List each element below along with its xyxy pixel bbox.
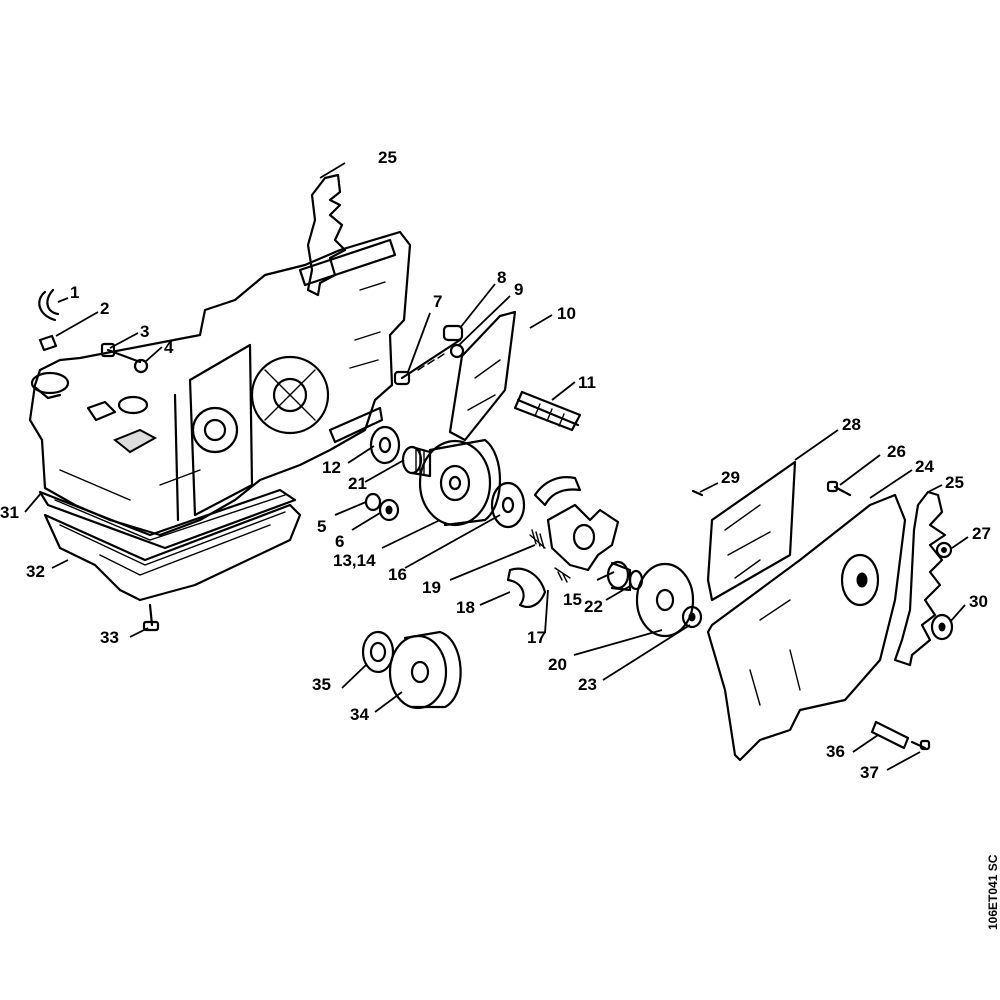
- clutch-drum-13-14: [418, 438, 502, 527]
- callout-37: 37: [860, 763, 879, 782]
- washer-12: [369, 425, 401, 465]
- callout-36: 36: [826, 742, 845, 761]
- clutch-shoe-upper: [533, 476, 582, 507]
- callout-33: 33: [100, 628, 119, 647]
- ring-35: [361, 630, 395, 674]
- guide-plate-10: [448, 310, 517, 442]
- callout-21: 21: [348, 474, 367, 493]
- callout-25-right: 25: [945, 473, 964, 492]
- callout-13-14: 13,14: [333, 551, 376, 570]
- bearing-15: [606, 560, 632, 592]
- callout-24: 24: [915, 457, 934, 476]
- callout-11: 11: [578, 373, 596, 392]
- crankcase-gasket: [38, 488, 297, 550]
- nut-9: [449, 343, 465, 359]
- callout-18: 18: [456, 598, 475, 617]
- callout-9: 9: [514, 280, 523, 299]
- callout-20: 20: [548, 655, 567, 674]
- plug-2: [38, 334, 58, 352]
- nut-23: [681, 605, 703, 629]
- nut-27: [935, 541, 953, 559]
- stud-11: [513, 390, 582, 432]
- callout-17: 17: [527, 628, 546, 647]
- callout-10: 10: [557, 304, 576, 323]
- tensioner-screw-7: [393, 338, 462, 386]
- clutch-carrier-17: [546, 503, 620, 572]
- screw-3: [100, 342, 142, 364]
- callout-23: 23: [578, 675, 597, 694]
- clutch-drum-34: [388, 630, 462, 710]
- nut-6: [378, 498, 400, 522]
- pin-36: [870, 720, 910, 750]
- pin-29: [691, 489, 704, 497]
- drawing-reference: 106ET041 SC: [986, 854, 1000, 930]
- callout-12: 12: [322, 458, 341, 477]
- callout-22: 22: [584, 597, 603, 616]
- sprocket-cover-24: [706, 493, 907, 762]
- spring-19: [529, 529, 546, 549]
- chain-guide-25-right: [893, 490, 947, 667]
- spring-lower: [554, 567, 571, 583]
- chain-guide-25-top: [306, 173, 347, 297]
- washer-22: [628, 569, 644, 591]
- callout-35: 35: [312, 675, 331, 694]
- washer-5: [364, 492, 382, 512]
- washer-16: [490, 481, 526, 529]
- callout-2: 2: [100, 299, 109, 318]
- nut-30: [930, 613, 954, 641]
- callout-labels: 1 2 3 4 5 6 7 8 9 10 11 12 13,14 15 16 1…: [0, 148, 991, 782]
- callout-28: 28: [842, 415, 861, 434]
- callout-29: 29: [721, 468, 740, 487]
- callout-34: 34: [350, 705, 369, 724]
- oil-pan: [43, 503, 302, 602]
- callout-26: 26: [887, 442, 906, 461]
- screw-26: [826, 480, 852, 497]
- collar-8: [442, 324, 464, 342]
- callout-25-top: 25: [378, 148, 397, 167]
- hose-1: [38, 288, 60, 322]
- callout-27: 27: [972, 524, 991, 543]
- callout-31: 31: [0, 503, 19, 522]
- callout-3: 3: [140, 322, 149, 341]
- leader-lines: [24, 162, 969, 771]
- nut-4: [133, 358, 149, 374]
- callout-1: 1: [70, 283, 79, 302]
- callout-5: 5: [317, 517, 326, 536]
- disc-20: [635, 562, 695, 638]
- screw-33: [142, 603, 160, 632]
- callout-19: 19: [422, 578, 441, 597]
- screw-37: [910, 739, 931, 751]
- callout-32: 32: [26, 562, 45, 581]
- callout-15: 15: [563, 590, 582, 609]
- callout-7: 7: [433, 292, 442, 311]
- callout-6: 6: [335, 532, 344, 551]
- callout-4: 4: [164, 338, 174, 357]
- clutch-shoe-18: [506, 567, 547, 608]
- callout-8: 8: [497, 268, 506, 287]
- callout-30: 30: [969, 592, 988, 611]
- cover-insert-28: [706, 460, 797, 602]
- callout-16: 16: [388, 565, 407, 584]
